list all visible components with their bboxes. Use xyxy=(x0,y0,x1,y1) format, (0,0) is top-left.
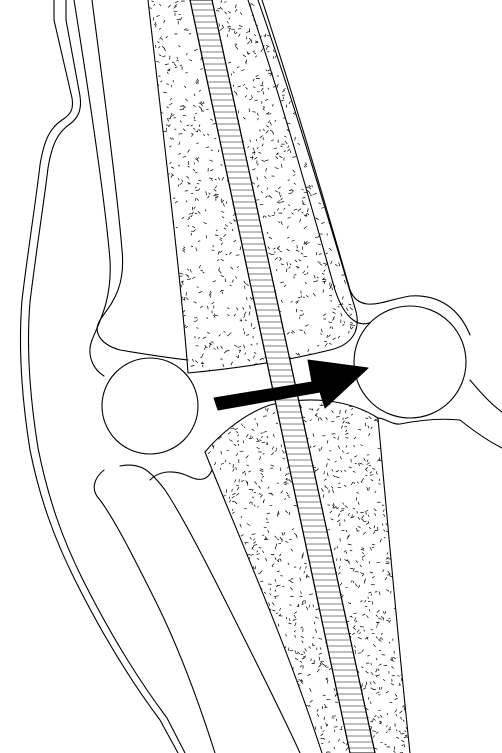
speckle-pattern-upper xyxy=(139,0,373,383)
right-roundabout xyxy=(354,306,466,418)
left-roundabout xyxy=(102,358,198,454)
